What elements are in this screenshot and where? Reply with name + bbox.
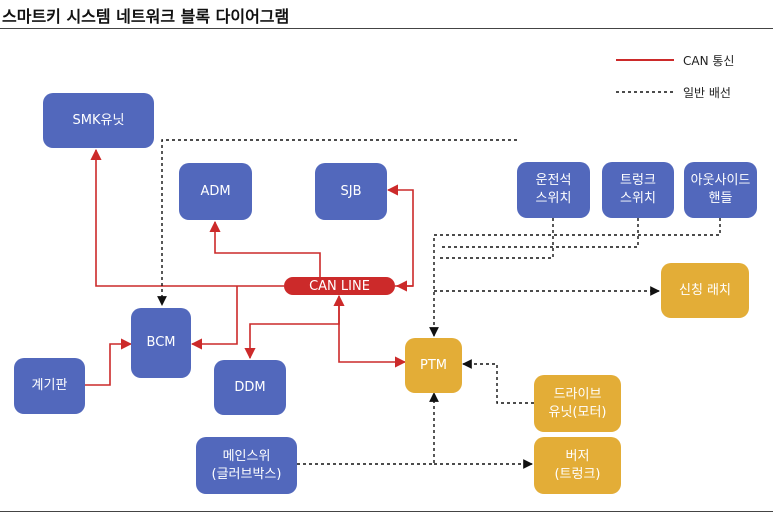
- main-switch-node: 메인스위 (글러브박스): [196, 437, 297, 494]
- can-to-adm: [209, 220, 321, 277]
- outside-handle-bus: [429, 218, 721, 337]
- node-label: SJB: [340, 183, 362, 199]
- smk-unit-node: SMK유닛: [43, 93, 154, 148]
- gauge-cluster-node: 계기판: [14, 358, 85, 414]
- ptm-node: PTM: [405, 338, 462, 393]
- node-label: DDM: [234, 379, 266, 395]
- node-label: ADM: [200, 183, 231, 199]
- gauge-to-bcm: [85, 338, 133, 386]
- pinch-latch-node: 신칭 래치: [661, 263, 749, 318]
- driver-switch-bus: [440, 218, 554, 259]
- node-label: 신칭 래치: [679, 282, 731, 298]
- can-line-bus: CAN LINE: [284, 277, 395, 295]
- drive-unit-node: 드라이브 유닛(모터): [534, 375, 621, 432]
- trunk-switch-bus: [440, 218, 639, 248]
- driver-switch-node: 운전석 스위치: [517, 162, 590, 218]
- node-label-line2: 유닛(모터): [548, 404, 607, 420]
- can-to-sjb: [386, 184, 414, 287]
- sjb-node: SJB: [315, 163, 387, 220]
- buzzer-node: 버저 (트렁크): [534, 437, 621, 494]
- main-switch-to-ptm: [297, 392, 439, 465]
- node-label-line1: 메인스위: [222, 448, 271, 464]
- node-label: SMK유닛: [72, 112, 125, 128]
- adm-node: ADM: [179, 163, 252, 220]
- node-label-line1: 트렁크: [620, 173, 656, 189]
- can-to-smk: [90, 148, 284, 287]
- node-label: 계기판: [31, 378, 68, 394]
- node-label-line1: 드라이브: [553, 386, 602, 402]
- node-label-line1: 운전석: [535, 173, 572, 189]
- driver-switch-to-bcm: [157, 139, 517, 306]
- legend-can-label: CAN 통신: [683, 54, 735, 68]
- bottom-divider: [0, 511, 773, 512]
- can-to-ddm: [244, 297, 340, 360]
- trunk-switch-node: 트렁크 스위치: [602, 162, 674, 218]
- legend-wire-label: 일반 배선: [683, 86, 731, 100]
- outside-handle-node: 아웃사이드 핸들: [684, 162, 757, 218]
- node-label-line2: 스위치: [535, 191, 572, 206]
- node-label-line1: 버저: [565, 448, 590, 464]
- bcm-node: BCM: [131, 308, 191, 378]
- node-label-line1: 아웃사이드: [690, 173, 751, 189]
- node-label: BCM: [146, 335, 176, 351]
- node-label-line2: (글러브박스): [211, 466, 282, 482]
- node-label-line2: (트렁크): [554, 466, 601, 482]
- top-divider: [0, 28, 773, 29]
- can-to-bcm: [190, 286, 238, 350]
- node-label: PTM: [420, 357, 447, 373]
- node-label-line2: 핸들: [708, 191, 733, 206]
- can-to-ptm: [338, 324, 407, 368]
- ddm-node: DDM: [214, 360, 286, 415]
- node-label-line2: 스위치: [620, 191, 656, 206]
- page-title: 스마트키 시스템 네트워크 블록 다이어그램: [2, 7, 290, 26]
- drive-unit-to-ptm: [462, 359, 534, 404]
